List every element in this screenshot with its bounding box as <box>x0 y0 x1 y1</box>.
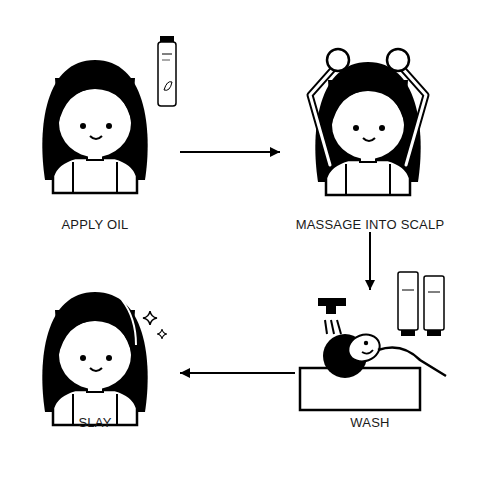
flow-arrow <box>180 372 295 374</box>
wash-figure <box>300 272 446 410</box>
slay-figure <box>42 292 167 425</box>
tube-cap <box>427 330 441 336</box>
smile <box>362 350 373 354</box>
step-node: SLAY <box>10 290 180 430</box>
sparkle <box>157 329 167 339</box>
shoulder <box>378 348 446 376</box>
girl <box>42 292 147 425</box>
arm <box>402 68 426 165</box>
flow-arrow <box>369 232 371 290</box>
shampoo-tube <box>398 272 418 330</box>
arm <box>402 68 426 165</box>
basin <box>300 368 420 410</box>
water <box>337 320 341 334</box>
apply-oil-figure <box>42 36 176 193</box>
step-caption: SLAY <box>78 415 111 430</box>
step-caption: WASH <box>350 415 389 430</box>
step-node: APPLY OIL <box>10 40 180 232</box>
step-caption: APPLY OIL <box>61 217 128 232</box>
massage-figure <box>310 49 426 195</box>
arm <box>310 68 334 165</box>
tube-label <box>402 290 414 291</box>
eye <box>364 341 368 345</box>
flow-arrow <box>180 151 280 153</box>
step-caption: MASSAGE INTO SCALP <box>296 217 445 232</box>
hair-shine <box>122 300 136 345</box>
hand <box>387 49 409 71</box>
tube-label <box>428 292 440 293</box>
tube-cap <box>401 330 415 336</box>
step-node: WASH <box>295 290 445 430</box>
bottle-leaf <box>164 82 172 91</box>
bottle-label <box>162 54 172 55</box>
girl <box>315 62 420 195</box>
girl <box>42 60 147 193</box>
water <box>331 320 334 334</box>
face <box>345 330 384 365</box>
sparkle <box>143 311 157 325</box>
bottle-label <box>162 60 170 61</box>
arm <box>310 68 334 165</box>
step-node: MASSAGE INTO SCALP <box>280 40 460 232</box>
water <box>325 320 327 334</box>
hand <box>327 49 349 71</box>
oil-bottle <box>158 42 176 106</box>
faucet <box>318 298 346 314</box>
conditioner-tube <box>424 276 444 330</box>
